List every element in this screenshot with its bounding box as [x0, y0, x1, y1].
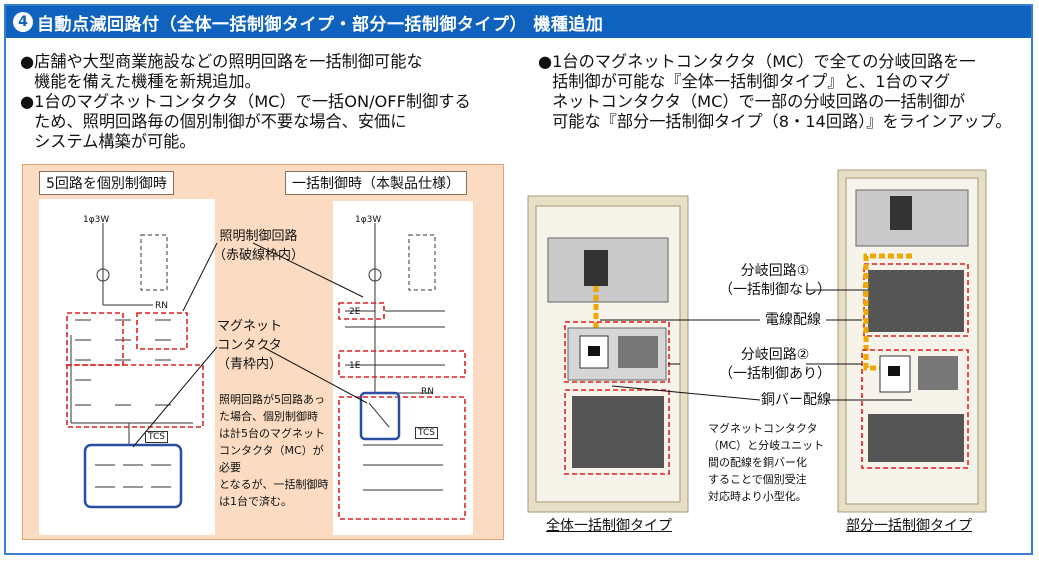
label-line: 分岐回路② [740, 347, 810, 363]
bullet-line: ため、照明回路毎の個別制御が不要な場合、安価に [34, 112, 407, 131]
note-line: は1台で済む。 [219, 495, 292, 508]
bullet-line: 1台のマグネットコンタクタ（MC）で全ての分岐回路を一 [552, 52, 976, 71]
callout-line: マグネット [217, 319, 283, 334]
note-line: することで個別受注 [708, 473, 807, 486]
callout-line: コンタクタ [217, 338, 282, 353]
bullet-item: ● 1台のマグネットコンタクタ（MC）で全ての分岐回路を一 括制御が可能な『全体… [538, 52, 1030, 132]
tag-individual-control: 5回路を個別制御時 [39, 171, 174, 195]
tcs-label-left: TCS [145, 431, 168, 443]
bullet-mark: ● [538, 52, 553, 71]
caption-partial-batch: 部分一括制御タイプ [846, 518, 972, 534]
bullet-mark: ● [20, 92, 35, 111]
tcs-label-right: TCS [415, 427, 438, 439]
note-line: 対応時より小型化。 [708, 490, 807, 503]
callout-magnet-contactor: マグネット コンタクタ （青枠内） [217, 317, 282, 374]
bullet-line: 機能を備えた機種を新規追加。 [34, 72, 261, 91]
label-wire: 電線配線 [765, 312, 821, 328]
note-line: 間の配線を銅バー化 [708, 456, 807, 469]
bullet-line: ネットコンタクタ（MC）で一部の分岐回路の一括制御が [552, 92, 966, 111]
rn-label-left: RN [155, 301, 168, 311]
bullet-line: 可能な『部分一括制御タイプ（8・14回路）』をラインアップ。 [552, 112, 1012, 131]
bullet-mark: ● [20, 52, 35, 71]
section-number-badge: 4 [13, 12, 33, 32]
callout-lighting-circuit: 照明制御回路 （赤破線枠内） [213, 227, 304, 265]
bullet-list-right: ● 1台のマグネットコンタクタ（MC）で全ての分岐回路を一 括制御が可能な『全体… [538, 52, 1030, 132]
label-1e: 1E [349, 361, 361, 371]
header-title: 自動点滅回路付（全体一括制御タイプ・部分一括制御タイプ） 機種追加 [37, 14, 604, 35]
note-line: コンタクタ（MC）が必要 [219, 444, 324, 474]
phase-label-left: 1φ3W [83, 215, 110, 225]
diagram-note: 照明回路が5回路あっ た場合、個別制御時 は計5台のマグネット コンタクタ（MC… [219, 391, 331, 510]
label-line: （一括制御なし） [719, 282, 831, 298]
callout-line: 照明制御回路 [219, 229, 298, 244]
circuit-diagram-panel: 5回路を個別制御時 一括制御時（本製品仕様） [22, 164, 504, 540]
callout-line: （赤破線枠内） [213, 248, 305, 263]
note-line: マグネットコンタクタ [708, 422, 818, 435]
label-copper-bar: 銅バー配線 [761, 392, 831, 408]
circuit-schematic [66, 223, 466, 520]
bullet-line: システム構築が可能。 [34, 132, 196, 151]
note-line: となるが、一括制御時 [219, 478, 329, 491]
bullet-line: 括制御が可能な『全体一括制御タイプ』と、1台のマグ [552, 72, 951, 91]
tag-batch-control: 一括制御時（本製品仕様） [285, 171, 467, 195]
bullet-line: 店舗や大型商業施設などの照明回路を一括制御可能な [34, 52, 423, 71]
header-bar: 4 自動点滅回路付（全体一括制御タイプ・部分一括制御タイプ） 機種追加 [6, 6, 1031, 38]
diagram-individual [39, 199, 215, 535]
note-line: 照明回路が5回路あっ [219, 393, 325, 406]
callout-line: （青枠内） [217, 357, 283, 372]
bullet-item: ● 店舗や大型商業施設などの照明回路を一括制御可能な 機能を備えた機種を新規追加… [20, 52, 530, 92]
rn-label-right: RN [421, 387, 434, 397]
label-line: 分岐回路① [740, 263, 810, 279]
diagram-batch [333, 201, 473, 535]
label-line: （一括制御あり） [719, 366, 831, 382]
label-branch-1: 分岐回路① （一括制御なし） [700, 262, 850, 300]
bullet-item: ● 1台のマグネットコンタクタ（MC）で一括ON/OFF制御する ため、照明回路… [20, 92, 530, 152]
label-2e: 2E [349, 307, 361, 317]
bullet-list-left: ● 店舗や大型商業施設などの照明回路を一括制御可能な 機能を備えた機種を新規追加… [20, 52, 530, 152]
copper-note: マグネットコンタクタ （MC）と分岐ユニット 間の配線を銅バー化 することで個別… [708, 420, 828, 505]
caption-full-batch: 全体一括制御タイプ [546, 518, 672, 534]
label-branch-2: 分岐回路② （一括制御あり） [700, 346, 850, 384]
phase-label-right: 1φ3W [355, 215, 382, 225]
note-line: は計5台のマグネット [219, 427, 325, 440]
note-line: （MC）と分岐ユニット [708, 439, 825, 452]
note-line: た場合、個別制御時 [219, 410, 318, 423]
bullet-line: 1台のマグネットコンタクタ（MC）で一括ON/OFF制御する [34, 92, 471, 111]
